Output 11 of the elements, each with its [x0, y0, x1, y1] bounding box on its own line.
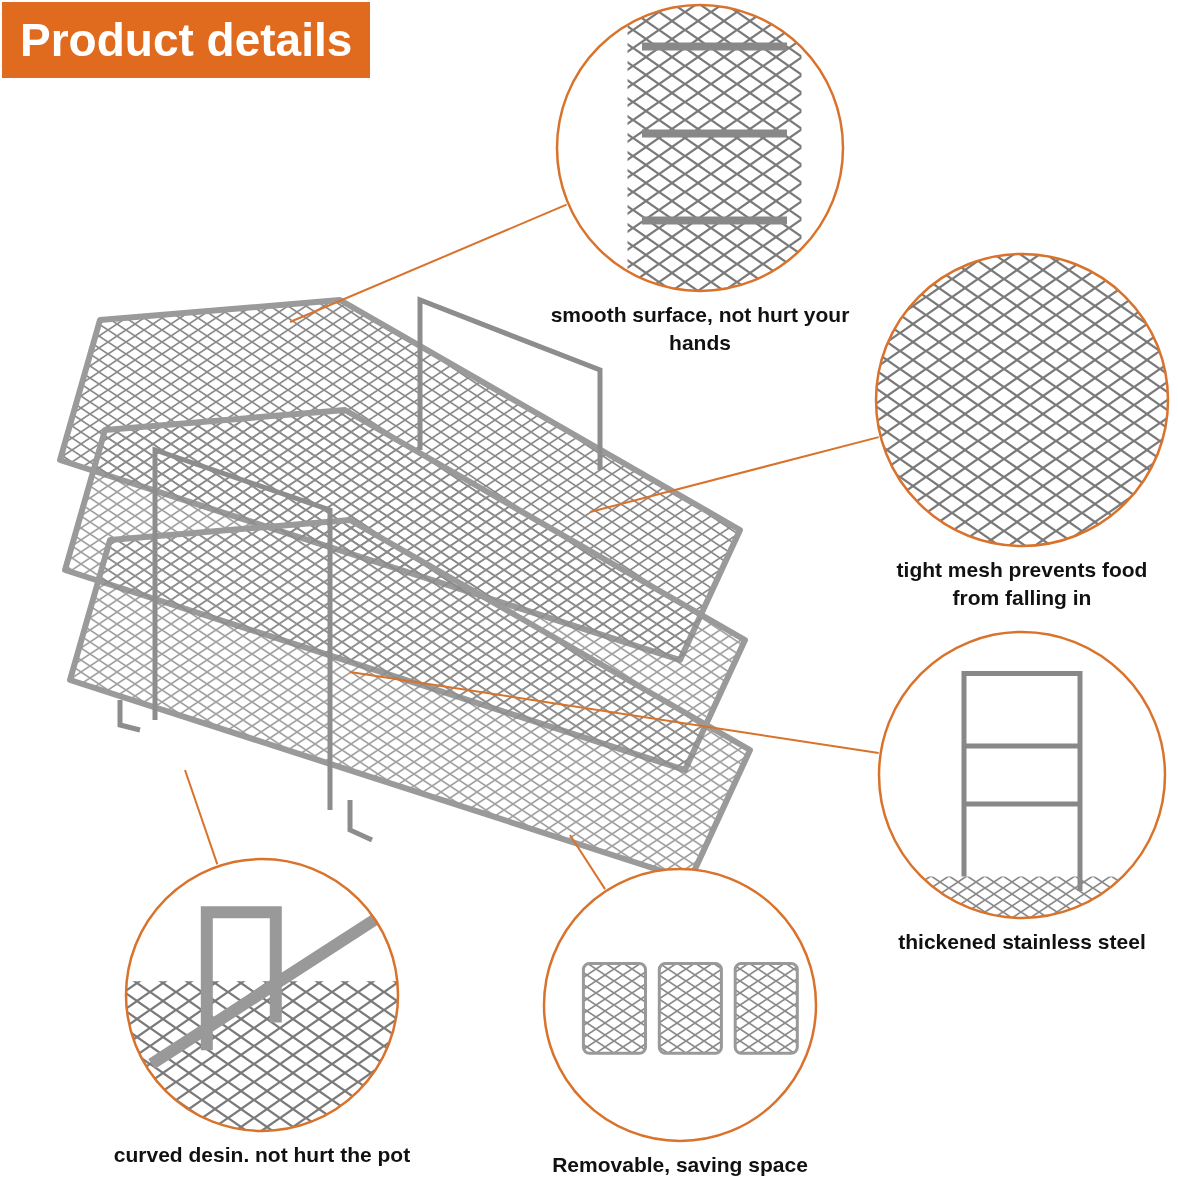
leader-line — [184, 769, 219, 866]
node-label: smooth surface, not hurt your hands — [550, 302, 850, 356]
node-label: tight mesh prevents food from falling in — [895, 557, 1149, 611]
leader-line — [289, 203, 568, 323]
node-label: curved desin. not hurt the pot — [112, 1142, 412, 1168]
title-banner: Product details — [2, 2, 371, 78]
leader-line — [349, 671, 880, 755]
node-label: thickened stainless steel — [897, 929, 1147, 955]
leader-line — [569, 834, 607, 891]
node-label: Removable, saving space — [551, 1152, 809, 1178]
leader-line — [589, 436, 880, 513]
